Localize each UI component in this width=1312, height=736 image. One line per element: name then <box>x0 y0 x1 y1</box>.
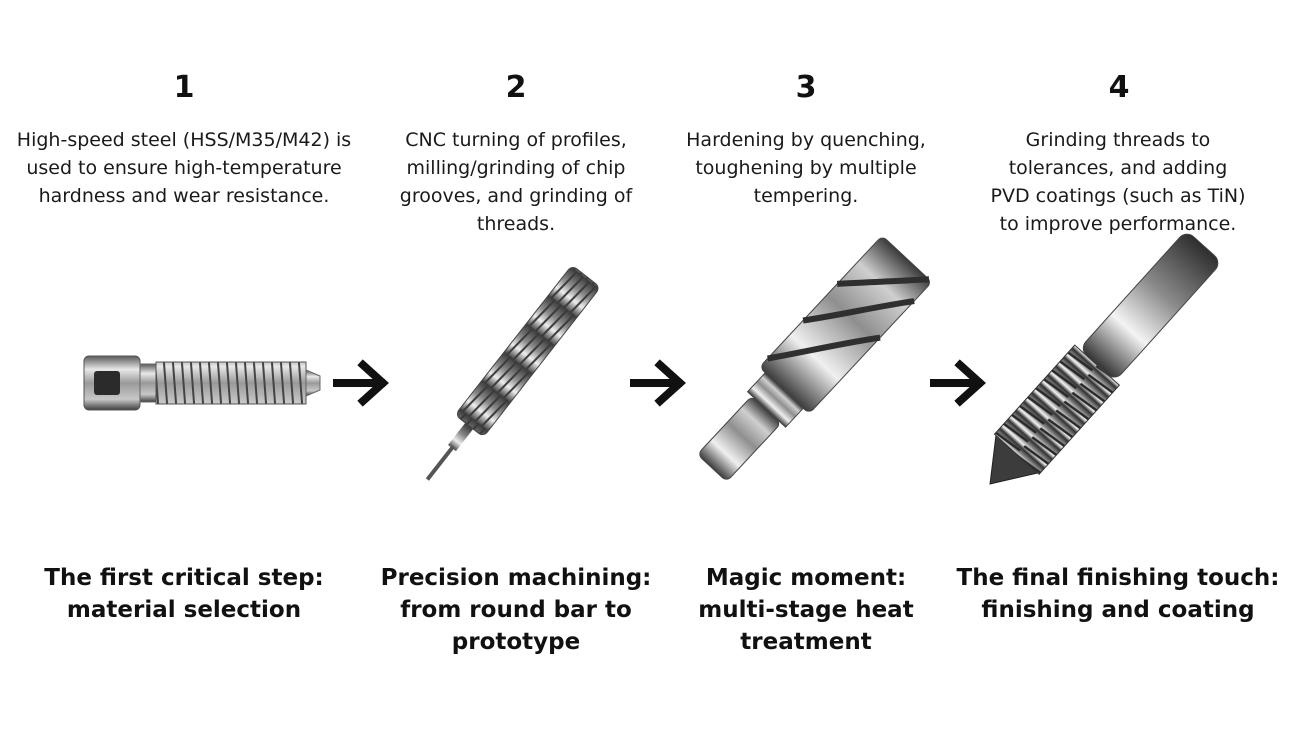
description-line: High-speed steel (HSS/M35/M42) is <box>16 129 352 151</box>
step-3-title: Magic moment: multi-stage heat treatment <box>666 562 946 658</box>
right-arrow-icon <box>630 359 686 407</box>
step-2-description: CNC turning of profiles, milling/grindin… <box>376 126 656 238</box>
threaded-blank-icon <box>83 355 321 411</box>
step-3-number: 3 <box>795 70 817 105</box>
step-4-title: The final finishing touch: finishing and… <box>940 562 1296 626</box>
step-3-description: Hardening by quenching, toughening by mu… <box>666 126 946 210</box>
description-line: grooves, and grinding of <box>399 185 633 207</box>
description-line: tolerances, and adding <box>1008 157 1228 179</box>
description-line: tempering. <box>753 185 859 207</box>
description-line: Grinding threads to <box>1025 129 1211 151</box>
title-line: Magic moment: <box>705 565 907 591</box>
title-line: prototype <box>451 629 581 655</box>
description-line: Hardening by quenching, <box>686 129 926 151</box>
title-line: treatment <box>740 629 872 655</box>
step-4-description: Grinding threads to tolerances, and addi… <box>968 126 1268 238</box>
description-line: toughening by multiple <box>695 157 917 179</box>
title-line: finishing and coating <box>981 597 1255 623</box>
description-line: CNC turning of profiles, <box>405 129 627 151</box>
step-1-description: High-speed steel (HSS/M35/M42) is used t… <box>4 126 364 210</box>
title-line: material selection <box>66 597 302 623</box>
description-line: milling/grinding of chip <box>406 157 626 179</box>
description-line: to improve performance. <box>999 213 1237 235</box>
description-line: hardness and wear resistance. <box>38 185 330 207</box>
title-line: The final finishing touch: <box>956 565 1280 591</box>
step-1-title: The first critical step: material select… <box>4 562 364 626</box>
right-arrow-icon <box>333 359 389 407</box>
threaded-prototype-icon <box>425 267 599 481</box>
title-line: The first critical step: <box>44 565 324 591</box>
title-line: multi-stage heat <box>698 597 914 623</box>
coated-tap-icon <box>989 233 1219 485</box>
step-4-number: 4 <box>1108 70 1130 105</box>
step-2-title: Precision machining: from round bar to p… <box>346 562 686 658</box>
title-line: from round bar to <box>400 597 632 623</box>
title-line: Precision machining: <box>380 565 652 591</box>
description-line: PVD coatings (such as TiN) <box>990 185 1246 207</box>
step-2-number: 2 <box>505 70 527 105</box>
fluted-tap-icon <box>699 237 930 480</box>
step-1-number: 1 <box>173 70 195 105</box>
right-arrow-icon <box>930 359 986 407</box>
description-line: used to ensure high-temperature <box>26 157 342 179</box>
description-line: threads. <box>476 213 556 235</box>
